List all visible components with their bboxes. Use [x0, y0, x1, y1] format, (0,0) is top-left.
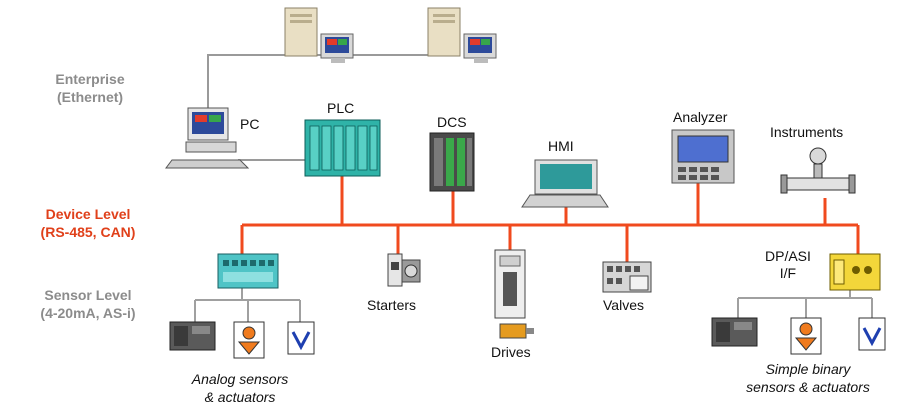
- label-dcs: DCS: [437, 114, 467, 130]
- sensor-device-icon: [169, 321, 216, 351]
- server-tower-icon: [284, 7, 354, 63]
- label-drives: Drives: [491, 344, 531, 360]
- level-title: Device Level: [45, 206, 131, 222]
- group-line1: Analog sensors: [191, 371, 289, 387]
- hmi-laptop-icon: [521, 159, 609, 208]
- analyzer-panel-icon: [671, 129, 735, 184]
- valve-block-icon: [602, 261, 652, 293]
- dcs-cabinet-icon: [429, 132, 475, 192]
- label-hmi: HMI: [548, 138, 574, 154]
- label-analyzer: Analyzer: [673, 109, 728, 125]
- flowmeter-icon: [780, 147, 856, 194]
- sensor-device-icon: [711, 317, 758, 347]
- group-line2: & actuators: [204, 389, 276, 405]
- plc-rack-icon: [304, 119, 381, 177]
- level-protocol: (4-20mA, AS-i): [40, 305, 136, 321]
- checkmark-sensor-icon: [287, 321, 315, 355]
- level-protocol: (RS-485, CAN): [40, 224, 136, 240]
- level-protocol: (Ethernet): [56, 89, 124, 105]
- label-pc: PC: [240, 116, 260, 132]
- desktop-pc-icon: [165, 107, 250, 169]
- label-analog-group: Analog sensors & actuators: [170, 370, 310, 406]
- label-dp-asi-line2: I/F: [779, 265, 797, 281]
- label-plc: PLC: [327, 100, 355, 116]
- level-label-device: Device Level (RS-485, CAN): [26, 205, 150, 241]
- group-line2: sensors & actuators: [746, 379, 870, 395]
- label-binary-group: Simple binary sensors & actuators: [728, 360, 888, 396]
- level-label-enterprise: Enterprise (Ethernet): [36, 70, 144, 106]
- level-title: Sensor Level: [44, 287, 132, 303]
- actuator-icon: [790, 317, 822, 355]
- checkmark-sensor-icon: [858, 317, 886, 351]
- label-dp-asi: DP/ASI I/F: [765, 248, 811, 282]
- label-starters: Starters: [367, 297, 417, 313]
- level-label-sensor: Sensor Level (4-20mA, AS-i): [26, 286, 150, 322]
- label-dp-asi-line1: DP/ASI: [765, 248, 811, 264]
- server-tower-icon: [427, 7, 497, 63]
- group-line1: Simple binary: [765, 361, 851, 377]
- gateway-icon: [829, 253, 881, 291]
- drive-unit-icon: [494, 249, 534, 339]
- actuator-icon: [233, 321, 265, 359]
- level-title: Enterprise: [55, 71, 125, 87]
- ethernet-link: [207, 54, 285, 110]
- label-instruments: Instruments: [770, 124, 844, 140]
- label-valves: Valves: [603, 297, 644, 313]
- motor-starter-icon: [387, 253, 421, 287]
- io-module-icon: [217, 253, 279, 289]
